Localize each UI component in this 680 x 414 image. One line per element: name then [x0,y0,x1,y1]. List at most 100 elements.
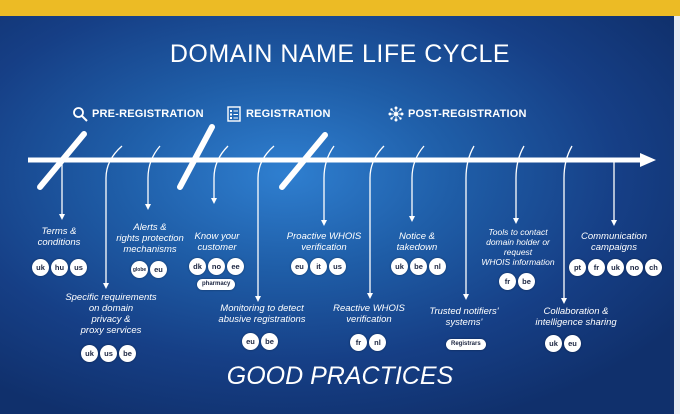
connector-arrowheads [59,198,617,304]
practice-text: conditions [37,237,81,248]
tld-badges-kyc: dk no ee [189,258,244,275]
practice-text: on domain [88,303,134,314]
practice-monitoring: Monitoring to detect abusive registratio… [200,303,324,325]
tld-badge: ch [645,259,662,276]
phase-label: REGISTRATION [246,108,331,120]
tld-badge: us [70,259,87,276]
practice-terms: Terms & conditions [28,226,90,248]
practice-text: proxy services [80,325,142,336]
phase-label: PRE-REGISTRATION [92,108,204,120]
practice-trusted-notifiers: Trusted notifiers' systems' [418,306,510,328]
tld-badges-tools: fr be [499,273,535,290]
registrars-pill: Registrars [446,339,486,350]
practice-text: Alerts & [133,222,167,233]
practice-text: customer [197,242,237,253]
tld-badge: hu [51,259,68,276]
tld-badge: globe [131,261,148,278]
practice-proactive-whois: Proactive WHOIS verification [272,231,376,253]
tld-badge: eu [291,258,308,275]
practice-text: Proactive WHOIS [286,231,362,242]
tld-badges-reactive: fr nl [350,334,386,351]
practice-text: verification [301,242,347,253]
practice-reactive-whois: Reactive WHOIS verification [324,303,414,325]
practice-text: Notice & [399,231,435,242]
practice-know-your-customer: Know your customer [186,231,248,253]
practice-text: rights protection [116,233,184,244]
practice-text: Tools to contact [488,227,548,237]
practice-text: Collaboration & [543,306,609,317]
pharmacy-pill: pharmacy [197,279,236,290]
tld-badges-proactive: eu it us [291,258,346,275]
phase-dividers [37,124,328,190]
tld-badge: ee [227,258,244,275]
tld-badge: fr [350,334,367,351]
tld-badges-alerts: globe eu [131,261,167,278]
tld-badge: eu [242,333,259,350]
practice-text: Know your [194,231,240,242]
practice-text: privacy & [91,314,131,325]
practice-communication-campaigns: Communication campaigns [570,231,658,253]
tld-badge: no [626,259,643,276]
practice-text: Communication [581,231,647,242]
right-border [674,16,680,414]
tld-badges-monitoring: eu be [242,333,278,350]
practice-specific-requirements: Specific requirements on domain privacy … [56,292,166,336]
tld-badge: uk [32,259,49,276]
tld-badge: dk [189,258,206,275]
practice-collaboration: Collaboration & intelligence sharing [526,306,626,328]
practice-text: Monitoring to detect [220,303,304,314]
tld-badge: eu [150,261,167,278]
tld-badge: us [100,345,117,362]
practice-tools-to-contact: Tools to contact domain holder or reques… [470,227,566,267]
tld-badge: pt [569,259,586,276]
practice-text: request [503,247,533,257]
tld-badge: us [329,258,346,275]
practice-text: takedown [396,242,438,253]
tld-badge: fr [499,273,516,290]
practice-text: WHOIS information [481,257,555,267]
tld-badge: no [208,258,225,275]
slide-title: DOMAIN NAME LIFE CYCLE [169,40,511,68]
tld-badges-collaboration: uk eu [545,335,581,352]
practice-text: Reactive WHOIS [333,303,405,314]
phase-post-registration: POST-REGISTRATION [388,106,527,122]
tld-badges-specific: uk us be [81,345,136,362]
practice-text: campaigns [591,242,637,253]
practice-text: systems' [445,317,483,328]
tld-badge: be [119,345,136,362]
tld-badge: it [310,258,327,275]
practice-text: mechanisms [123,244,177,255]
tld-badges-communication: pt fr uk no ch [569,259,662,276]
tld-badge: be [261,333,278,350]
tld-badges-notice: uk be nl [391,258,446,275]
practice-text: Terms & [41,226,77,237]
phase-registration: REGISTRATION [226,106,331,122]
practice-text: verification [346,314,392,325]
tld-badge: nl [369,334,386,351]
practice-notice-takedown: Notice & takedown [384,231,450,253]
top-accent-bar [0,0,680,16]
network-icon [388,106,404,122]
tld-badge: nl [429,258,446,275]
practice-text: intelligence sharing [535,317,617,328]
tld-badge: fr [588,259,605,276]
tld-badge: uk [607,259,624,276]
practice-text: Trusted notifiers' [429,306,499,317]
practice-text: domain holder or [486,237,550,247]
tld-badge: eu [564,335,581,352]
practice-text: abusive registrations [218,314,306,325]
tld-badge: uk [81,345,98,362]
practice-text: Specific requirements [65,292,157,303]
practice-alerts: Alerts & rights protection mechanisms [105,222,195,255]
phase-label: POST-REGISTRATION [408,108,527,120]
connector-lines [61,145,615,300]
phase-pre-registration: PRE-REGISTRATION [72,106,204,122]
footer-heading: GOOD PRACTICES [226,362,454,390]
tld-badges-terms: uk hu us [32,259,87,276]
magnifier-icon [73,107,88,122]
tld-badge: uk [545,335,562,352]
tld-badge: be [410,258,427,275]
tld-badge: be [518,273,535,290]
